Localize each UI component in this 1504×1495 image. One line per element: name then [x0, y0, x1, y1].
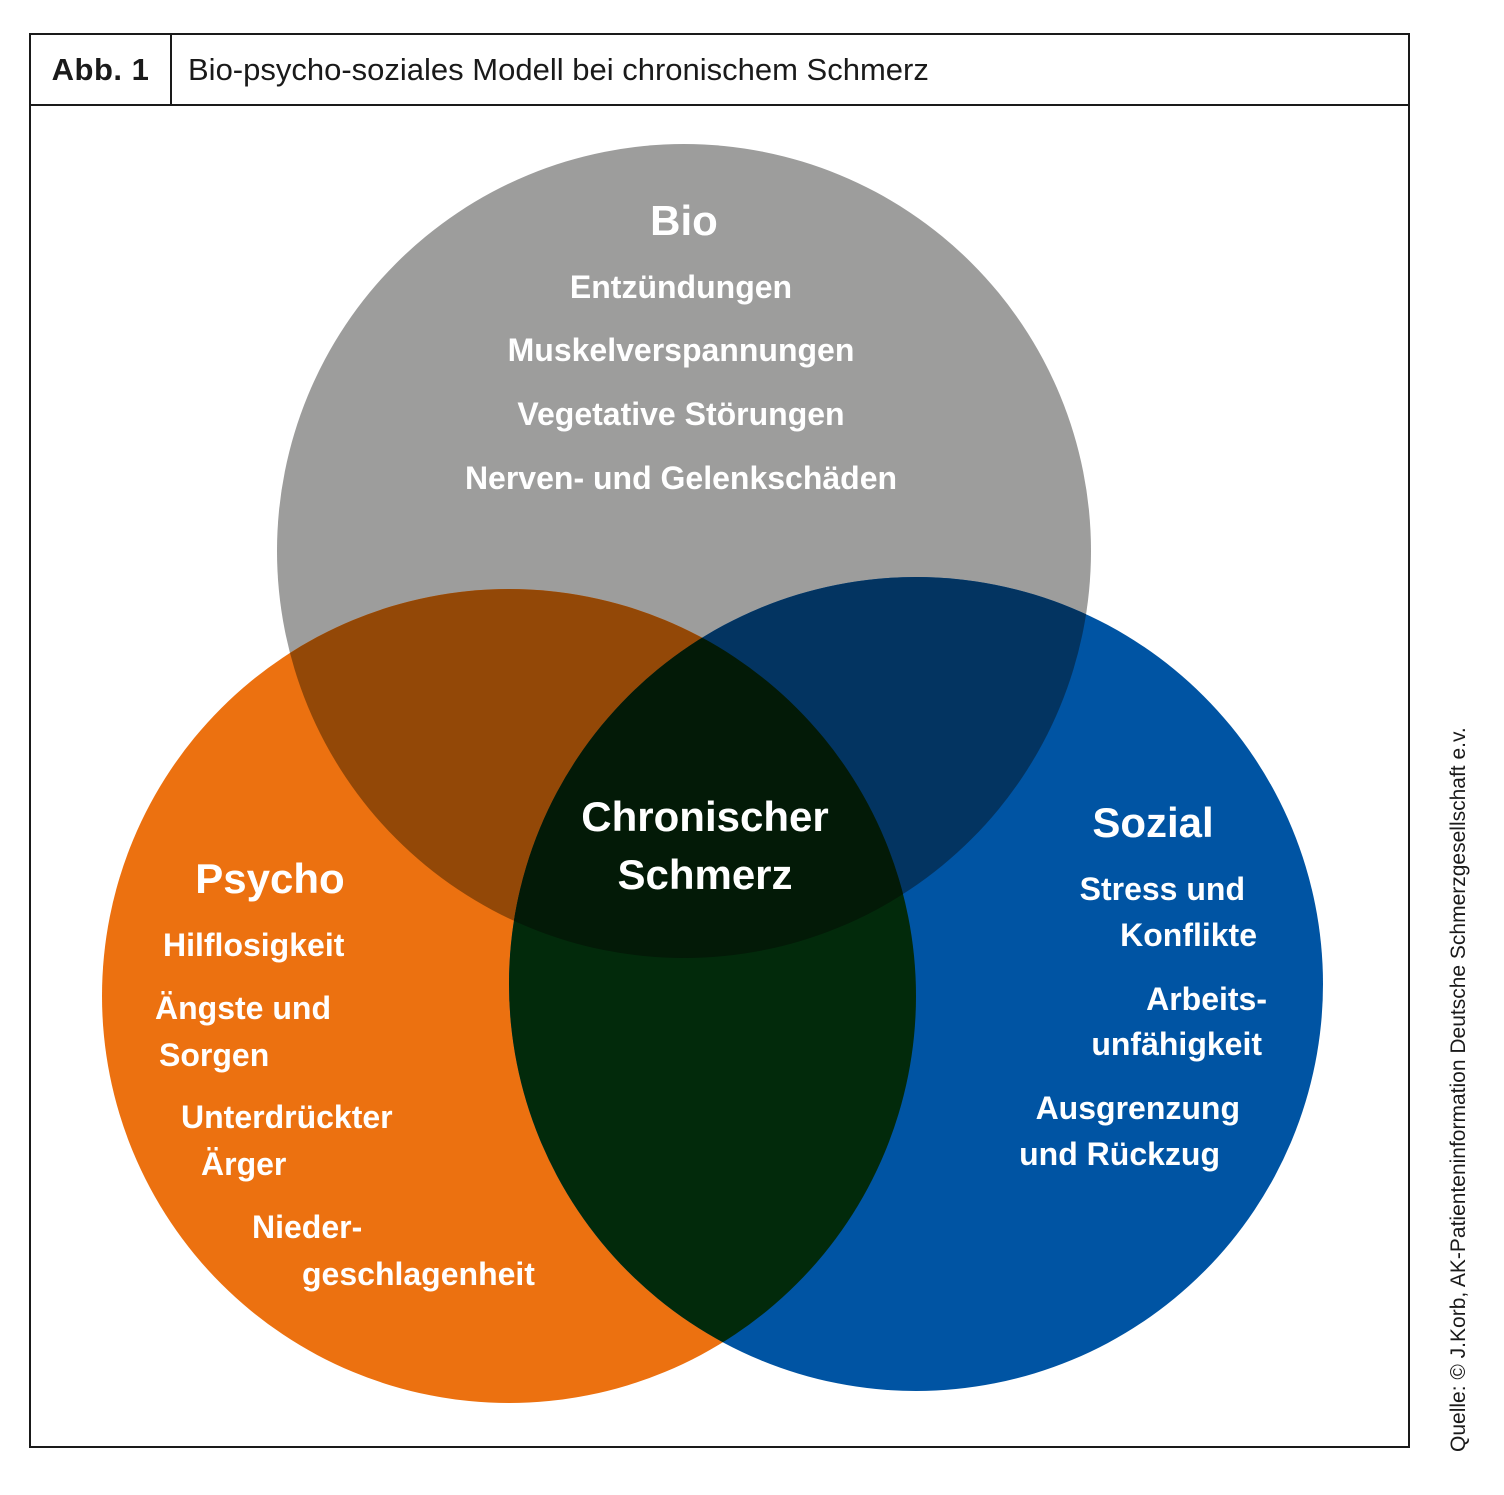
psycho-item-line: Sorgen — [159, 1037, 269, 1073]
psycho-item-line: geschlagenheit — [302, 1256, 535, 1292]
psycho-item-line: Ärger — [201, 1146, 286, 1182]
bio-item: Muskelverspannungen — [508, 332, 855, 368]
psycho-item-line: Hilflosigkeit — [163, 927, 345, 963]
figure-frame: Abb. 1 Bio-psycho-soziales Modell bei ch… — [29, 33, 1410, 1448]
bio-item: Vegetative Störungen — [517, 396, 844, 432]
sozial-item-line: Konflikte — [1120, 917, 1257, 953]
sozial-item-line: Ausgrenzung — [1036, 1090, 1240, 1126]
figure-label: Abb. 1 — [31, 35, 172, 104]
sozial-item-line: unfähigkeit — [1091, 1026, 1262, 1062]
sozial-item-line: Arbeits- — [1146, 981, 1267, 1017]
sozial-item-line: und Rückzug — [1019, 1136, 1220, 1172]
psycho-title: Psycho — [195, 855, 344, 902]
center-overlap — [509, 589, 916, 958]
sozial-title: Sozial — [1092, 799, 1213, 846]
source-credit: Quelle: © J.Korb, AK-Patienteninformatio… — [1447, 727, 1470, 1452]
center-label-line: Schmerz — [617, 851, 792, 898]
psycho-item-line: Unterdrückter — [181, 1099, 393, 1135]
center-label-line: Chronischer — [581, 793, 828, 840]
bio-item: Entzündungen — [570, 269, 792, 305]
figure-header: Abb. 1 Bio-psycho-soziales Modell bei ch… — [31, 35, 1408, 106]
figure-title: Bio-psycho-soziales Modell bei chronisch… — [188, 51, 929, 87]
sozial-item-line: Stress und — [1080, 871, 1245, 907]
bio-title: Bio — [650, 197, 718, 244]
bio-item: Nerven- und Gelenkschäden — [465, 460, 897, 496]
psycho-item-line: Nieder- — [252, 1209, 362, 1245]
psycho-item-line: Ängste und — [155, 990, 331, 1026]
